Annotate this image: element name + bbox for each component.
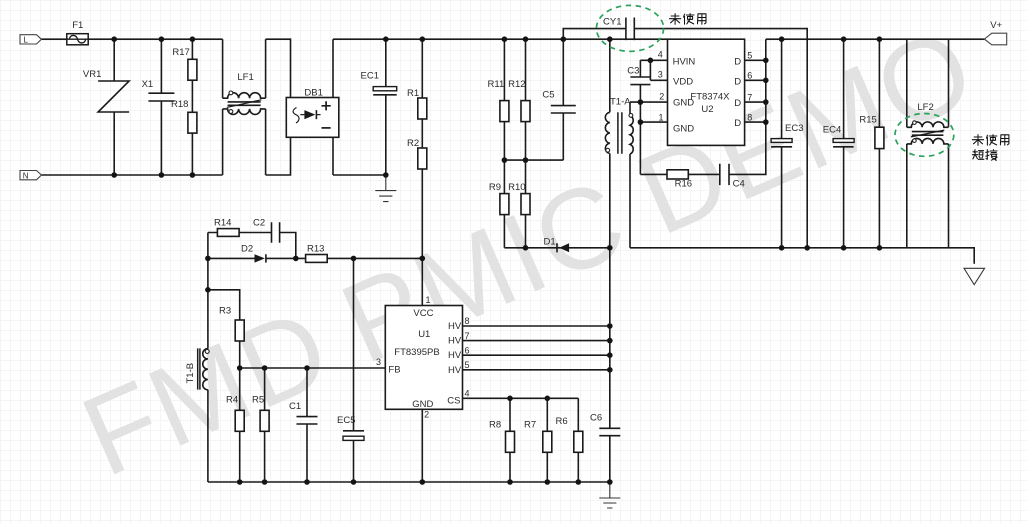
svg-text:V+: V+ [990, 20, 1002, 31]
svg-text:7: 7 [465, 331, 470, 341]
svg-text:LF1: LF1 [237, 72, 253, 83]
svg-text:5: 5 [465, 360, 470, 370]
svg-text:R11: R11 [488, 79, 505, 90]
svg-text:EC3: EC3 [785, 123, 803, 134]
svg-text:EC1: EC1 [361, 70, 379, 81]
svg-text:3: 3 [658, 70, 663, 80]
svg-text:HV: HV [448, 321, 462, 332]
svg-text:8: 8 [747, 112, 752, 122]
svg-text:CY1: CY1 [603, 17, 621, 28]
svg-text:D1: D1 [544, 237, 556, 248]
svg-text:7: 7 [747, 92, 752, 102]
svg-text:VCC: VCC [413, 308, 433, 319]
svg-text:R16: R16 [675, 178, 692, 189]
svg-text:R12: R12 [508, 79, 525, 90]
svg-text:D: D [734, 76, 741, 87]
svg-text:R4: R4 [226, 394, 238, 405]
svg-text:F1: F1 [72, 20, 83, 31]
svg-text:C6: C6 [590, 412, 602, 423]
svg-text:VDD: VDD [673, 76, 693, 87]
svg-text:C5: C5 [542, 89, 554, 100]
svg-text:R2: R2 [407, 138, 419, 149]
svg-text:2: 2 [659, 92, 664, 102]
svg-text:T1-B: T1-B [185, 363, 196, 384]
svg-text:8: 8 [465, 316, 470, 326]
svg-text:HVIN: HVIN [673, 56, 696, 67]
svg-text:4: 4 [465, 389, 470, 399]
svg-text:3: 3 [376, 357, 381, 367]
svg-text:4: 4 [658, 50, 663, 60]
svg-text:R9: R9 [489, 182, 501, 193]
svg-text:5: 5 [747, 51, 752, 61]
svg-text:R17: R17 [172, 47, 189, 58]
svg-text:R5: R5 [252, 394, 264, 405]
svg-text:EC4: EC4 [823, 125, 841, 136]
svg-text:GND: GND [673, 124, 694, 135]
svg-text:U1: U1 [418, 329, 430, 340]
svg-text:FB: FB [388, 364, 400, 375]
svg-text:N: N [23, 172, 29, 181]
svg-text:R18: R18 [171, 99, 188, 110]
svg-text:R6: R6 [556, 416, 568, 427]
svg-text:HV: HV [448, 336, 462, 347]
svg-text:FT8374X: FT8374X [690, 91, 730, 102]
svg-text:R10: R10 [508, 182, 525, 193]
svg-text:T1-A: T1-A [610, 96, 631, 107]
svg-text:C1: C1 [289, 401, 301, 412]
svg-text:R7: R7 [524, 419, 536, 430]
svg-text:C3: C3 [627, 65, 639, 76]
svg-text:1: 1 [426, 295, 431, 305]
svg-text:C2: C2 [253, 217, 265, 228]
svg-text:2: 2 [424, 410, 429, 420]
svg-text:C4: C4 [733, 178, 745, 189]
svg-text:LF2: LF2 [917, 102, 933, 113]
svg-text:HV: HV [448, 365, 462, 376]
svg-text:GND: GND [673, 98, 694, 109]
svg-text:FT8395PB: FT8395PB [394, 347, 439, 358]
svg-text:D2: D2 [241, 243, 253, 254]
svg-text:L: L [24, 36, 29, 45]
svg-text:R3: R3 [219, 306, 231, 317]
svg-text:D: D [734, 56, 741, 67]
svg-text:DB1: DB1 [304, 87, 322, 98]
svg-text:U2: U2 [701, 104, 713, 115]
svg-text:1: 1 [659, 112, 664, 122]
svg-text:EC5: EC5 [337, 415, 355, 426]
svg-text:X1: X1 [142, 79, 154, 90]
svg-text:R15: R15 [859, 115, 876, 126]
svg-text:6: 6 [465, 345, 470, 355]
svg-text:R1: R1 [407, 88, 419, 99]
svg-text:HV: HV [448, 350, 462, 361]
svg-text:GND: GND [412, 399, 433, 410]
svg-text:6: 6 [747, 71, 752, 81]
svg-text:R14: R14 [214, 217, 231, 228]
svg-text:D: D [734, 98, 741, 109]
svg-text:R8: R8 [489, 419, 501, 430]
svg-text:R13: R13 [307, 243, 324, 254]
svg-text:CS: CS [447, 395, 460, 406]
svg-text:VR1: VR1 [83, 69, 101, 80]
svg-text:D: D [734, 118, 741, 129]
